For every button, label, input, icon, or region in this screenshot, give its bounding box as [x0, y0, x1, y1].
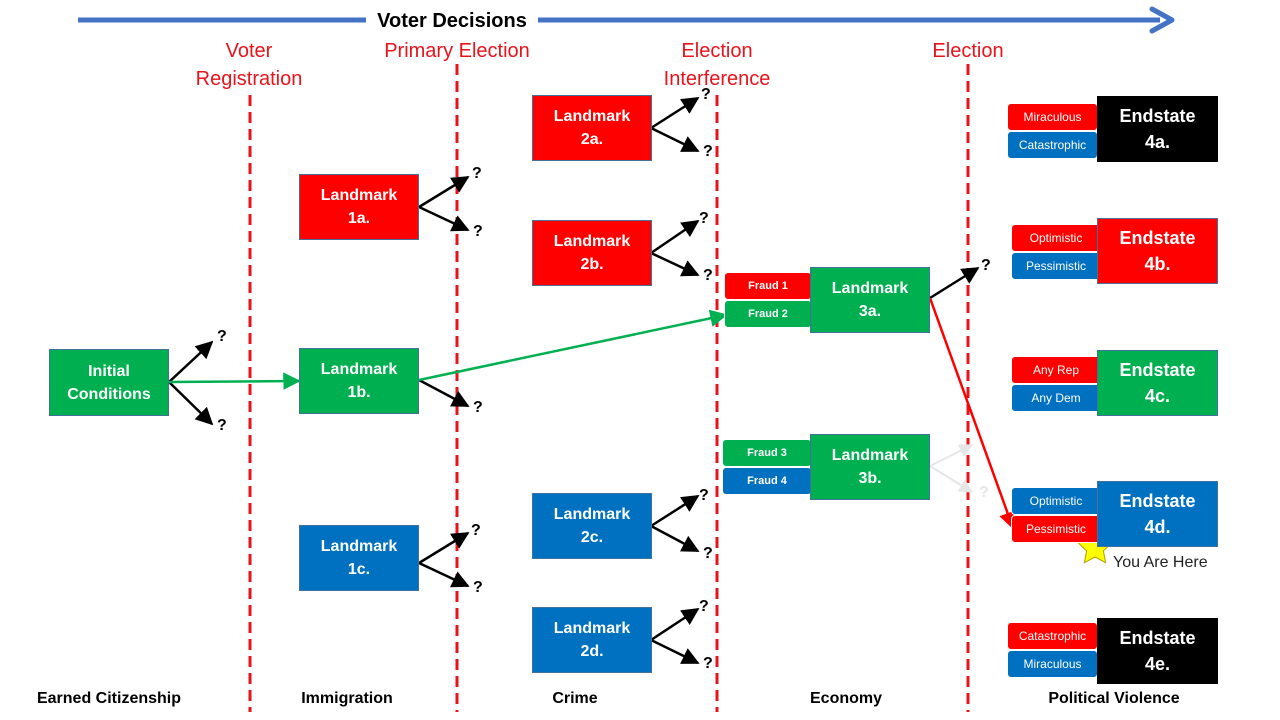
path-1b-to-fraud2 [418, 309, 728, 382]
boundary-label-primary-election: Primary Election [384, 40, 530, 62]
branch-arrow [168, 381, 214, 426]
fraud-4-tag: Fraud 4 [722, 467, 812, 495]
fraud-3-tag: Fraud 3 [722, 439, 812, 467]
you-are-here-label: You Are Here [1113, 554, 1208, 571]
branch-arrow [650, 219, 700, 255]
unknown-outcome-faint: ? [979, 484, 989, 501]
branch-arrow [650, 494, 700, 528]
unknown-outcome: ? [703, 655, 713, 672]
option-4e-catastrophic: Catastrophic [1007, 622, 1098, 650]
unknown-outcome: ? [703, 545, 713, 562]
unknown-outcome: ? [472, 165, 482, 182]
unknown-outcome: ? [217, 328, 227, 345]
unknown-outcome: ? [473, 399, 483, 416]
branch-arrow [418, 531, 470, 565]
fraud-2-tag: Fraud 2 [724, 300, 812, 328]
branch-arrow [650, 96, 700, 130]
option-4a-miraculous: Miraculous [1007, 103, 1098, 131]
unknown-outcome: ? [699, 598, 709, 615]
branch-arrow [168, 340, 214, 383]
stage-label-economy: Economy [809, 690, 883, 707]
branch-arrow [418, 175, 470, 209]
option-4e-miraculous: Miraculous [1007, 650, 1098, 678]
unknown-outcome: ? [703, 143, 713, 160]
unknown-outcome: ? [699, 210, 709, 227]
branch-arrows [168, 96, 980, 665]
unknown-outcome: ? [699, 487, 709, 504]
branch-arrow [650, 638, 700, 665]
option-4d-optimistic: Optimistic [1011, 487, 1101, 515]
stage-label-earned-citizenship: Earned Citizenship [36, 690, 182, 707]
option-4c-any-dem: Any Dem [1011, 384, 1101, 412]
option-4c-any-rep: Any Rep [1011, 356, 1101, 384]
unknown-outcome: ? [471, 522, 481, 539]
branch-arrow [650, 251, 700, 277]
unknown-outcome: ? [217, 417, 227, 434]
option-4b-pessimistic: Pessimistic [1011, 252, 1101, 280]
axis-arrow [78, 6, 1175, 34]
option-4a-catastrophic: Catastrophic [1007, 131, 1098, 159]
path-initial-to-1b [168, 372, 301, 390]
stage-label-political-violence: Political Violence [1048, 690, 1180, 707]
unknown-outcome: ? [473, 579, 483, 596]
fraud-1-tag: Fraud 1 [724, 272, 812, 300]
branch-arrow [418, 378, 470, 408]
branch-arrow [650, 607, 700, 642]
option-4b-optimistic: Optimistic [1011, 224, 1101, 252]
axis-title: Voter Decisions [366, 8, 538, 34]
unknown-outcome: ? [981, 257, 991, 274]
unknown-outcome: ? [703, 267, 713, 284]
branch-arrow [418, 561, 470, 588]
unknown-outcome: ? [473, 223, 483, 240]
boundary-label-election: Election [932, 40, 1004, 62]
unknown-outcome: ? [701, 86, 711, 103]
path-3a-to-4d [928, 297, 1016, 530]
stage-label-crime: Crime [552, 690, 598, 707]
chosen-path [168, 309, 728, 390]
branch-arrow [418, 205, 470, 232]
branch-arrow [650, 524, 700, 553]
branch-arrow [929, 266, 980, 300]
faint-branch [929, 444, 974, 493]
branch-arrow [650, 126, 700, 153]
option-4d-pessimistic: Pessimistic [1011, 515, 1101, 543]
stage-label-immigration: Immigration [301, 690, 393, 707]
